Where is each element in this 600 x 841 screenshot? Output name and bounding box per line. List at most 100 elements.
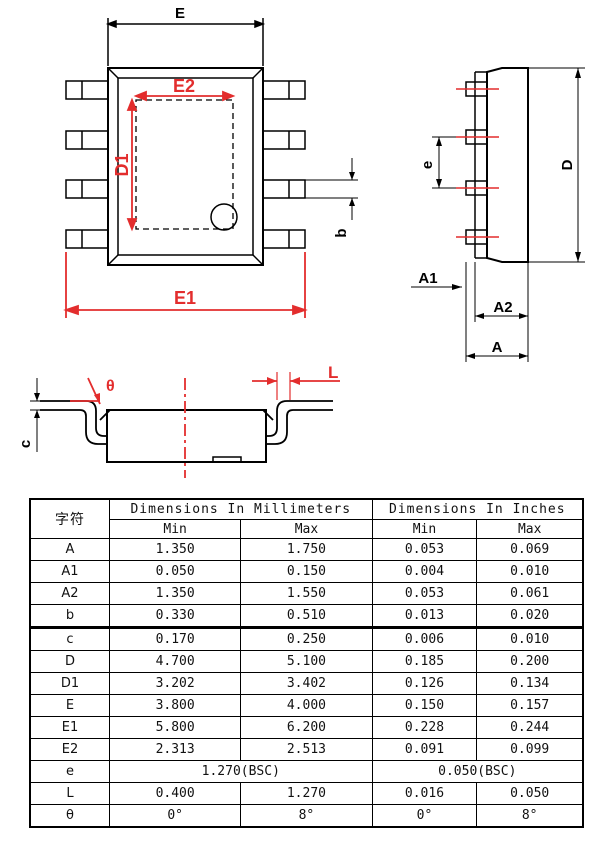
mm-min-value: 4.700 [108, 650, 242, 673]
in-max-value: 0.099 [476, 738, 584, 761]
in-min-value: 0.016 [371, 782, 478, 805]
label-A1: A1 [418, 270, 437, 287]
mm-max-value: 0.510 [240, 604, 373, 628]
table-row: e 1.270(BSC) 0.050(BSC) [29, 760, 584, 783]
in-max-value: 8° [476, 804, 584, 828]
label-D: D [559, 159, 576, 170]
right-leads [262, 80, 306, 249]
mm-max-value: 8° [240, 804, 373, 828]
row-symbol: E [29, 694, 110, 717]
top-view-red-dims [63, 90, 308, 318]
top-view [65, 18, 358, 266]
row-symbol: L [29, 782, 110, 805]
side-view [411, 67, 585, 362]
in-min-value: 0.150 [371, 694, 478, 717]
row-symbol: E1 [29, 716, 110, 739]
row-symbol: c [29, 626, 110, 651]
mm-min-value: 5.800 [108, 716, 242, 739]
mm-min-value: 0.400 [108, 782, 242, 805]
label-b: b [333, 228, 350, 237]
in-min-value: 0.013 [371, 604, 478, 628]
mm-min-value: 0° [108, 804, 242, 828]
row-symbol: θ [29, 804, 110, 828]
row-symbol: b [29, 604, 110, 628]
front-view [30, 378, 333, 463]
mm-min-value: 1.350 [108, 582, 242, 605]
mm-max-value: 0.250 [240, 626, 373, 651]
label-L: L [328, 363, 338, 382]
table-row: E 3.800 4.000 0.150 0.157 [29, 694, 584, 717]
mm-max-value: 5.100 [240, 650, 373, 673]
table-row: E1 5.800 6.200 0.228 0.244 [29, 716, 584, 739]
in-max-value: 0.069 [476, 538, 584, 561]
side-view-red-centerlines [456, 88, 499, 238]
in-max-value: 0.010 [476, 560, 584, 583]
mm-min-header: Min [108, 519, 242, 539]
in-max-value: 0.134 [476, 672, 584, 695]
in-max-header: Max [476, 519, 584, 539]
table-row: A2 1.350 1.550 0.053 0.061 [29, 582, 584, 605]
in-bsc-value: 0.050(BSC) [371, 760, 584, 783]
row-symbol: D1 [29, 672, 110, 695]
table-row: A 1.350 1.750 0.053 0.069 [29, 538, 584, 561]
in-max-value: 0.157 [476, 694, 584, 717]
in-max-value: 0.020 [476, 604, 584, 628]
row-symbol: A1 [29, 560, 110, 583]
in-min-value: 0.228 [371, 716, 478, 739]
mm-min-value: 3.202 [108, 672, 242, 695]
in-min-value: 0.091 [371, 738, 478, 761]
row-symbol: A [29, 538, 110, 561]
mm-max-value: 1.270 [240, 782, 373, 805]
mm-max-value: 1.750 [240, 538, 373, 561]
mm-min-value: 1.350 [108, 538, 242, 561]
in-header: Dimensions In Inches [371, 498, 584, 520]
symbol-header: 字符 [29, 498, 110, 539]
in-max-value: 0.244 [476, 716, 584, 739]
mm-min-value: 3.800 [108, 694, 242, 717]
row-symbol: e [29, 760, 110, 783]
mm-max-value: 1.550 [240, 582, 373, 605]
table-row: D 4.700 5.100 0.185 0.200 [29, 650, 584, 673]
mm-min-value: 0.170 [108, 626, 242, 651]
in-max-value: 0.010 [476, 626, 584, 651]
in-min-value: 0.006 [371, 626, 478, 651]
table-row: D1 3.202 3.402 0.126 0.134 [29, 672, 584, 695]
in-min-value: 0.126 [371, 672, 478, 695]
label-theta: θ [106, 378, 115, 395]
label-e: e [419, 161, 436, 169]
table-row: c 0.170 0.250 0.006 0.010 [29, 626, 584, 651]
mm-max-value: 6.200 [240, 716, 373, 739]
label-E2: E2 [173, 76, 195, 96]
label-E1: E1 [174, 288, 196, 308]
in-max-value: 0.050 [476, 782, 584, 805]
label-A2: A2 [493, 299, 512, 316]
in-max-value: 0.061 [476, 582, 584, 605]
in-max-value: 0.200 [476, 650, 584, 673]
row-symbol: A2 [29, 582, 110, 605]
mm-min-value: 0.050 [108, 560, 242, 583]
mm-min-value: 2.313 [108, 738, 242, 761]
mm-max-value: 0.150 [240, 560, 373, 583]
in-min-value: 0.053 [371, 582, 478, 605]
mm-max-value: 2.513 [240, 738, 373, 761]
table-row: L 0.400 1.270 0.016 0.050 [29, 782, 584, 805]
dimension-table: 字符 Dimensions In Millimeters Dimensions … [29, 498, 584, 828]
in-min-value: 0° [371, 804, 478, 828]
table-row: b 0.330 0.510 0.013 0.020 [29, 604, 584, 628]
table-row: E2 2.313 2.513 0.091 0.099 [29, 738, 584, 761]
in-min-value: 0.004 [371, 560, 478, 583]
table-row: θ 0° 8° 0° 8° [29, 804, 584, 828]
table-row: A1 0.050 0.150 0.004 0.010 [29, 560, 584, 583]
in-min-value: 0.053 [371, 538, 478, 561]
label-A: A [492, 339, 503, 356]
label-E: E [175, 5, 185, 22]
mm-max-value: 3.402 [240, 672, 373, 695]
package-drawing: E E2 D1 E1 b [17, 5, 585, 478]
row-symbol: D [29, 650, 110, 673]
mm-min-value: 0.330 [108, 604, 242, 628]
label-D1: D1 [112, 153, 132, 176]
left-leads [65, 80, 109, 249]
mm-max-value: 4.000 [240, 694, 373, 717]
front-view-red-dims [70, 372, 340, 478]
mm-max-header: Max [240, 519, 373, 539]
